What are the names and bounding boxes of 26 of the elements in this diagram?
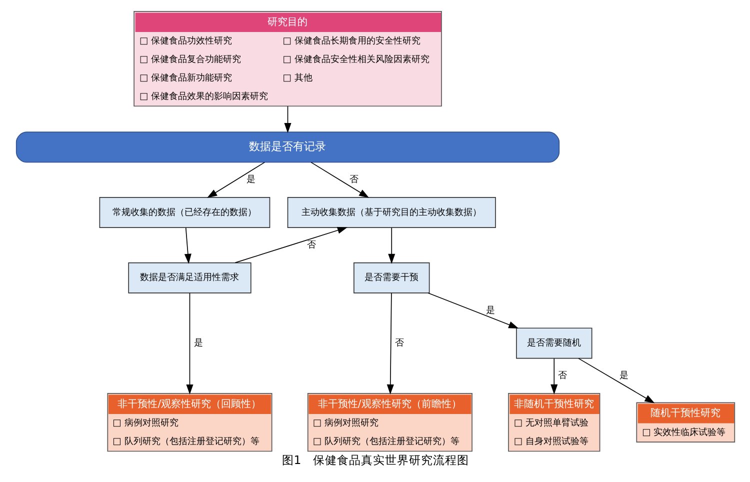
edge-label: 是 xyxy=(193,338,202,349)
node-box: 数据是否有记录 xyxy=(15,132,560,163)
arrow xyxy=(284,106,291,134)
node-box: 常规收集的数据（已经存在的数据） xyxy=(98,197,270,228)
arrow xyxy=(386,292,394,395)
edge-label: 是 xyxy=(486,304,495,316)
edge-label: 否 xyxy=(349,174,358,186)
edge-label: 是 xyxy=(618,370,628,382)
arrow xyxy=(310,162,369,198)
node-box: 是否需要干预 xyxy=(353,262,430,294)
arrow xyxy=(234,226,348,264)
arrow xyxy=(186,292,193,395)
edge-label: 是 xyxy=(246,174,256,186)
node-box: 是否需要随机 xyxy=(516,328,592,359)
arrow xyxy=(206,162,265,198)
edge-label: 否 xyxy=(306,240,316,251)
edge-label: 否 xyxy=(394,338,404,349)
arrow xyxy=(184,227,191,264)
arrow xyxy=(427,292,518,328)
node-box: 主动收集数据（基于研究目的主动收集数据） xyxy=(286,197,496,228)
caption: 图1 保健食品真实世界研究流程图 xyxy=(281,452,469,467)
edge-label: 否 xyxy=(558,370,567,382)
arrow xyxy=(578,358,654,404)
arrow xyxy=(550,358,558,394)
arrow xyxy=(388,227,395,264)
node-box: 数据是否满足适用性需求 xyxy=(128,262,251,294)
